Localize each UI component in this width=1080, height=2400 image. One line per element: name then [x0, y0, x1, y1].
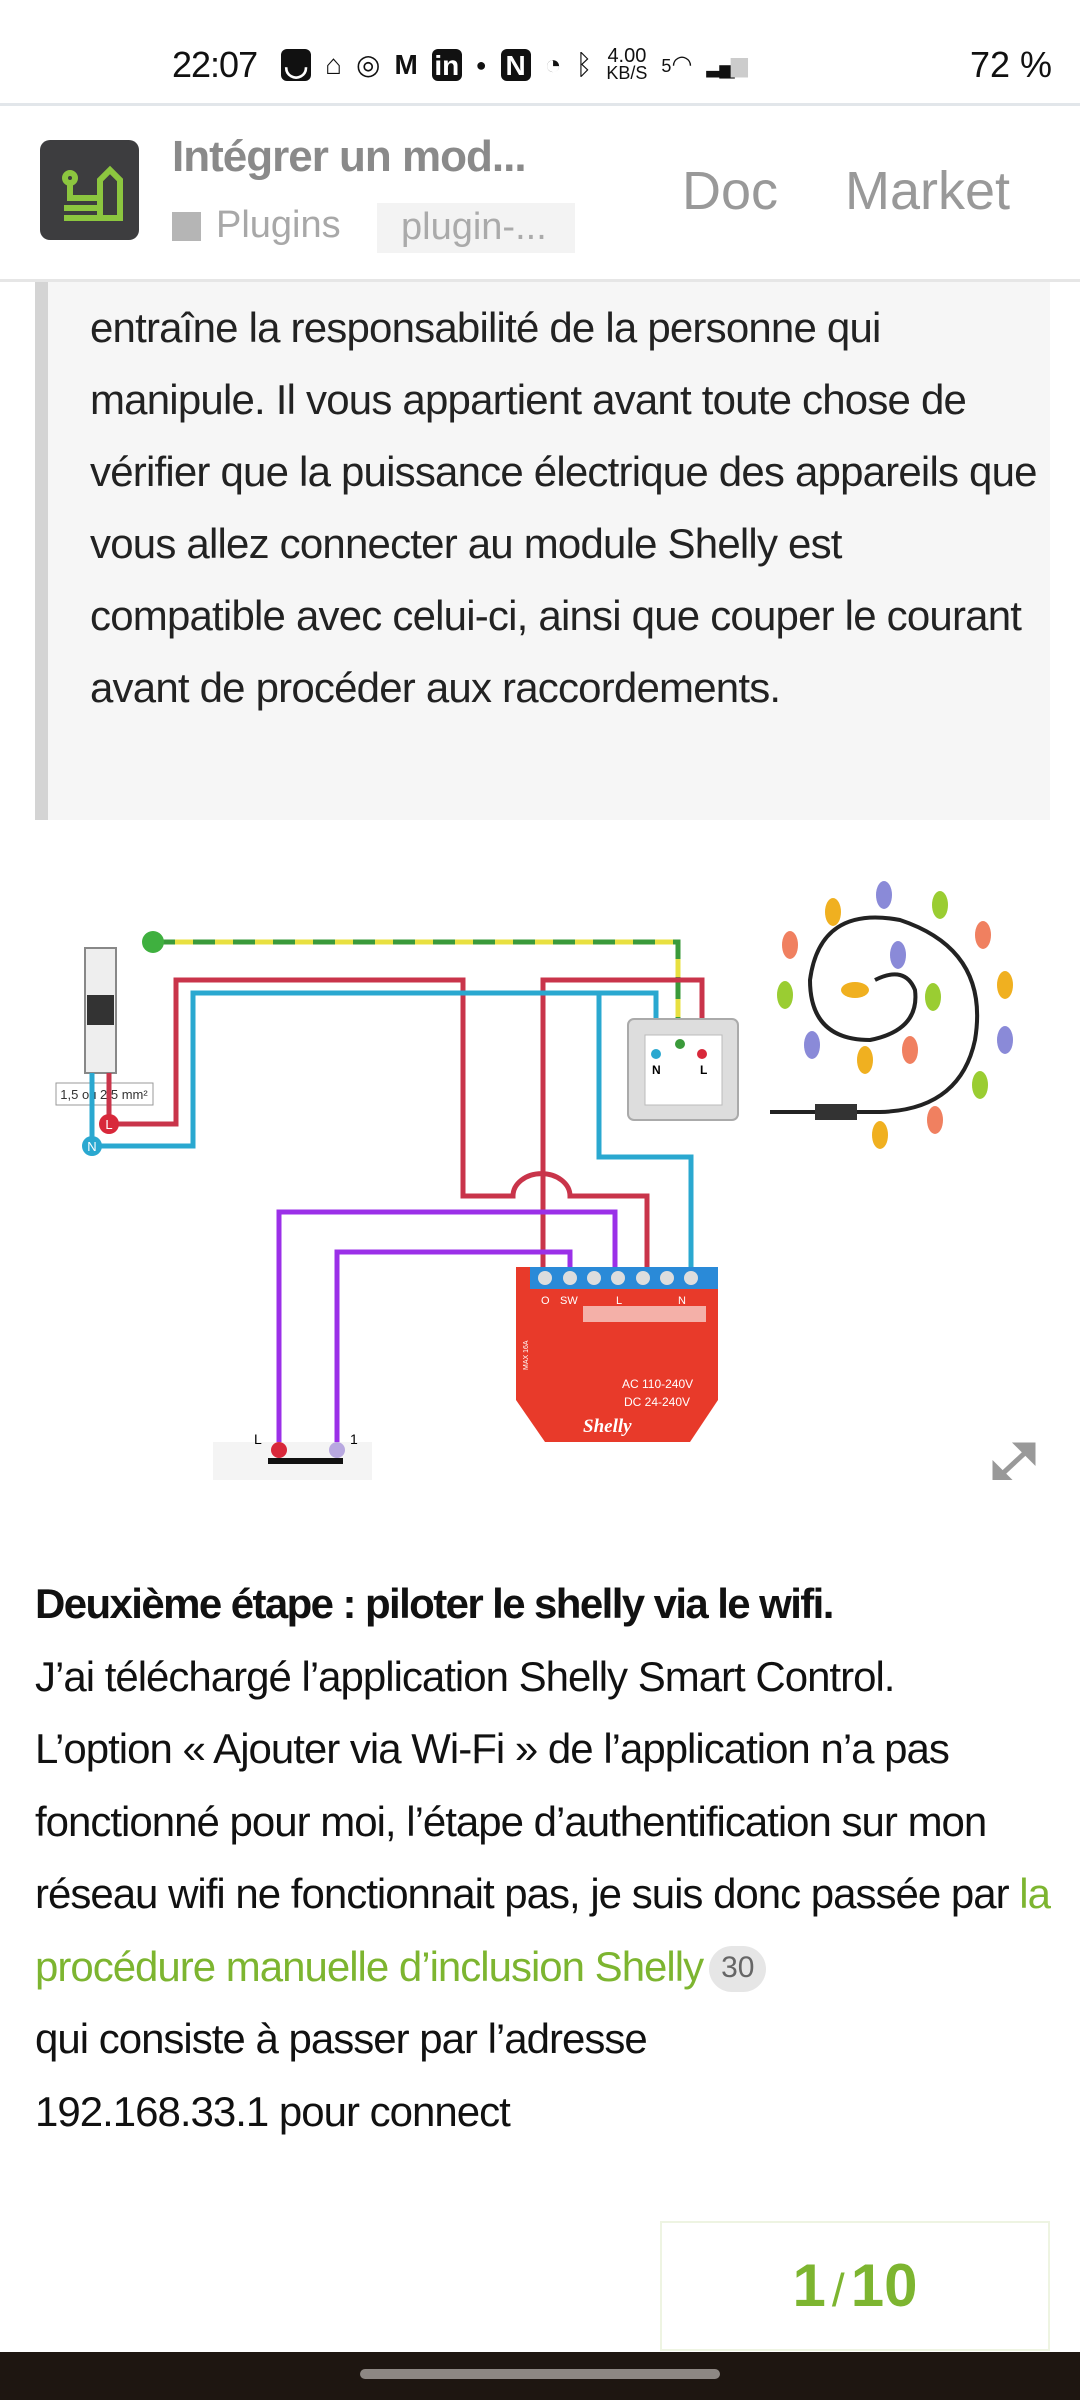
- instagram-icon: ◎: [356, 49, 381, 80]
- linkedin-icon: in: [431, 49, 462, 81]
- breaker-live-label: L: [105, 1117, 112, 1132]
- earth-wire-stripe: [153, 939, 681, 1050]
- pager-separator: /: [831, 2264, 845, 2316]
- terminal-sw-label: SW: [560, 1295, 578, 1307]
- nav-market-link[interactable]: Market: [845, 161, 1011, 221]
- link-click-count: 30: [709, 1946, 767, 1993]
- more-dot-icon: ●: [475, 55, 487, 75]
- wifi-icon: 5◠: [661, 50, 693, 78]
- battery-level: 72 %: [969, 44, 1052, 85]
- terminal-n-label: N: [678, 1295, 686, 1307]
- breaker-neutral-terminal: [82, 1136, 102, 1156]
- shelly-brand-label: Shelly: [583, 1416, 632, 1437]
- post-body: Deuxième étape : piloter le shelly via l…: [35, 1568, 1070, 2148]
- inclusion-procedure-link[interactable]: la procédure manuelle d’inclusion Shelly: [35, 1870, 1051, 1990]
- terminal-l-label: L: [616, 1295, 622, 1307]
- system-navigation-bar: [0, 2352, 1080, 2400]
- post-progress-indicator[interactable]: 1/10: [660, 2221, 1050, 2351]
- category-link[interactable]: Plugins: [216, 204, 341, 246]
- category-color-icon: [172, 212, 201, 241]
- breaker-live-terminal: [99, 1114, 119, 1134]
- paragraph-text-continued: qui consiste à passer par l’adresse 192.…: [35, 2015, 648, 2135]
- blockquote-text: entraîne la responsabilité de la personn…: [90, 304, 1038, 711]
- signal-icon: ▂▄▆: [706, 52, 747, 77]
- wall-socket: N L: [627, 1018, 739, 1121]
- topic-tag[interactable]: plugin-...: [377, 203, 575, 253]
- net-speed-unit: KB/S: [606, 63, 648, 83]
- alarm-icon: ◔: [544, 49, 562, 80]
- shelly-module: O SW L N MAX 16A AC 110-240V DC 24-240V …: [516, 1267, 718, 1442]
- paragraph-procedure: L’option « Ajouter via Wi-Fi » de l’appl…: [35, 1713, 1070, 2148]
- clock: 22:07: [172, 44, 258, 85]
- current-post: 1: [792, 2252, 826, 2319]
- breaker-neutral-label: N: [87, 1139, 96, 1154]
- neutral-wire: [89, 990, 659, 1149]
- site-logo[interactable]: [40, 140, 139, 240]
- ac-voltage-label: AC 110-240V: [622, 1377, 693, 1391]
- live-wire: [106, 977, 650, 1267]
- ground-icon: [142, 931, 164, 953]
- circuit-breaker: 1,5 ou 2,5 mm²: [55, 947, 154, 1106]
- switch-wire-l: [276, 1209, 618, 1450]
- switch-l-label: L: [254, 1431, 262, 1447]
- paragraph-app: J’ai téléchargé l’application Shelly Sma…: [35, 1652, 895, 1700]
- wall-switch: L 1: [213, 1431, 372, 1482]
- top-header: Intégrer un mod... Plugins plugin-... Do…: [0, 106, 1080, 282]
- socket-neutral-label: N: [652, 1063, 661, 1077]
- wifi-band: 5: [661, 55, 672, 76]
- app-notification-icon: ◡: [281, 49, 312, 81]
- wiring-diagram-image[interactable]: 1,5 ou 2,5 mm² L N N L: [0, 860, 1080, 1484]
- switch-wire-1: [334, 1249, 573, 1450]
- socket-live-label: L: [700, 1063, 707, 1077]
- net-speed-value: 4.00: [607, 45, 647, 67]
- dc-voltage-label: DC 24-240V: [624, 1395, 690, 1409]
- bluetooth-icon: ᛒ: [575, 49, 593, 80]
- topic-title[interactable]: Intégrer un mod...: [172, 132, 527, 181]
- nfc-icon: N: [500, 49, 531, 81]
- home-plug-icon: [62, 165, 123, 221]
- neutral-wire-shelly: [596, 993, 694, 1267]
- home-icon: ⌂: [325, 49, 343, 80]
- total-posts: 10: [850, 2252, 918, 2319]
- live-wire-socket: [540, 977, 705, 1267]
- home-gesture-handle[interactable]: [360, 2369, 720, 2379]
- cable-section-label: 1,5 ou 2,5 mm²: [60, 1087, 148, 1102]
- switch-1-label: 1: [350, 1431, 358, 1447]
- nav-doc-link[interactable]: Doc: [682, 161, 779, 221]
- terminal-o-label: O: [541, 1295, 550, 1307]
- string-lights-illustration: [770, 881, 1013, 1149]
- max-current-label: MAX 16A: [523, 1340, 530, 1370]
- expand-image-icon[interactable]: [992, 1442, 1036, 1484]
- step-heading: Deuxième étape : piloter le shelly via l…: [35, 1580, 834, 1627]
- warning-blockquote: entraîne la responsabilité de la personn…: [35, 282, 1050, 820]
- paragraph-text: L’option « Ajouter via Wi-Fi » de l’appl…: [35, 1725, 1020, 1917]
- gmail-icon: M: [394, 49, 418, 80]
